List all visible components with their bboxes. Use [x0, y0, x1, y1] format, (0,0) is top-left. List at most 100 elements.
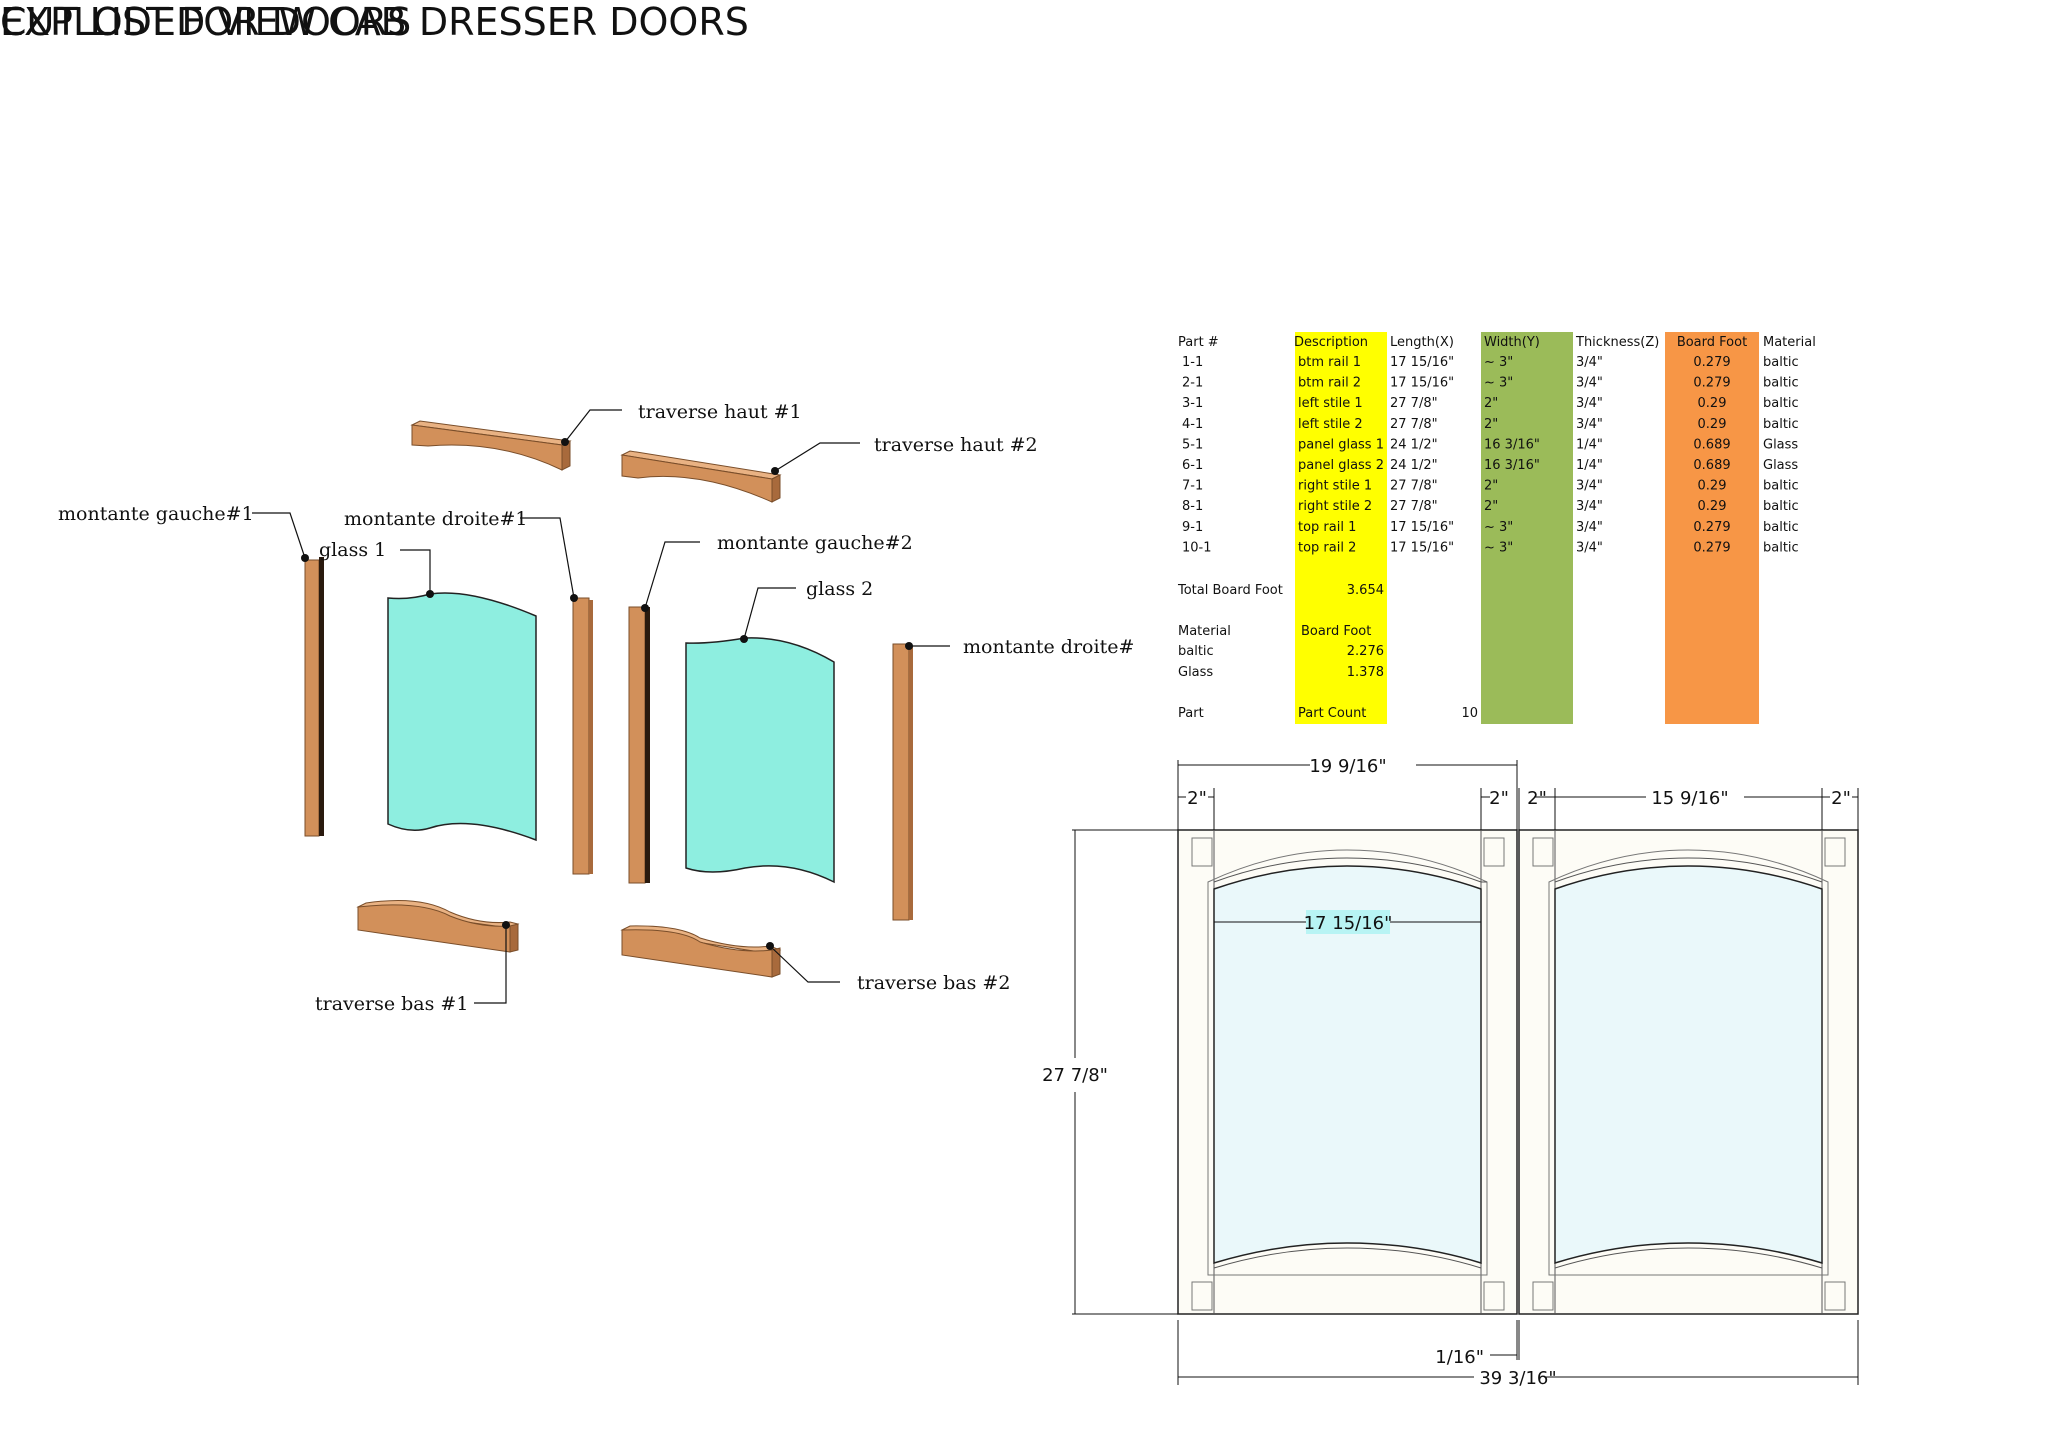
- row-6-material: Glass: [1763, 458, 1798, 473]
- row-6-width: 16 3/16": [1484, 458, 1540, 473]
- row-6-board-foot: 0.689: [1693, 458, 1730, 473]
- row-2-length: 17 15/16": [1390, 376, 1454, 391]
- exploded-view: traverse haut #1 traverse haut #2 montan…: [58, 401, 1134, 1015]
- row-5-board-foot: 0.689: [1693, 437, 1730, 452]
- row-3-material: baltic: [1763, 396, 1799, 411]
- row-1-material: baltic: [1763, 355, 1799, 370]
- row-9-thickness: 3/4": [1576, 520, 1603, 535]
- summary-glass-label: Glass: [1178, 665, 1213, 680]
- row-5-material: Glass: [1763, 437, 1798, 452]
- row-7-board-foot: 0.29: [1698, 479, 1727, 494]
- row-7-description: right stile 1: [1298, 479, 1372, 494]
- leader-traverse-haut-1: [564, 409, 622, 443]
- header-description: Description: [1294, 335, 1368, 350]
- header-part: Part #: [1178, 335, 1219, 350]
- row-4-material: baltic: [1763, 417, 1799, 432]
- dim-height: 27 7/8": [1042, 1065, 1108, 1086]
- dim-stile-right-1: 2": [1489, 788, 1509, 809]
- row-7-part: 7-1: [1182, 479, 1203, 494]
- row-1-part: 1-1: [1182, 355, 1203, 370]
- row-5-length: 24 1/2": [1390, 437, 1438, 452]
- row-2-thickness: 3/4": [1576, 376, 1603, 391]
- label-traverse-bas-1: traverse bas #1: [315, 993, 468, 1015]
- row-1-description: btm rail 1: [1298, 355, 1361, 370]
- dim-stile-left-2: 2": [1527, 788, 1547, 809]
- row-10-part: 10-1: [1182, 540, 1212, 555]
- door-elevation: 19 9/16" 2" 2" 2" 15 9/16" 2" 17 15/16" …: [1042, 756, 1859, 1389]
- summary-glass-value: 1.378: [1347, 665, 1384, 680]
- header-width: Width(Y): [1484, 335, 1540, 350]
- label-montante-droite-2: montante droite#: [963, 636, 1134, 658]
- header-thickness: Thickness(Z): [1575, 335, 1659, 350]
- label-montante-gauche-2: montante gauche#2: [717, 532, 913, 554]
- dim-glass-width-2: 15 9/16": [1651, 788, 1728, 809]
- header-material: Material: [1763, 335, 1816, 350]
- cut-list-title: CUT LIST FOR DOORS: [0, 0, 412, 44]
- row-5-thickness: 1/4": [1576, 437, 1603, 452]
- row-2-width: ~ 3": [1484, 376, 1513, 391]
- row-4-description: left stile 2: [1298, 417, 1363, 432]
- row-8-material: baltic: [1763, 499, 1799, 514]
- label-glass-1: glass 1: [319, 539, 386, 561]
- row-1-board-foot: 0.279: [1693, 355, 1730, 370]
- dim-stile-right-2: 2": [1831, 788, 1851, 809]
- label-glass-2: glass 2: [806, 578, 873, 600]
- leader-glass-2: [743, 587, 796, 640]
- leader-montante-droite-1: [520, 517, 575, 599]
- row-10-material: baltic: [1763, 540, 1799, 555]
- row-6-length: 24 1/2": [1390, 458, 1438, 473]
- row-8-part: 8-1: [1182, 499, 1203, 514]
- row-1-thickness: 3/4": [1576, 355, 1603, 370]
- leader-traverse-haut-2: [774, 442, 860, 472]
- row-2-part: 2-1: [1182, 376, 1203, 391]
- row-4-length: 27 7/8": [1390, 417, 1438, 432]
- row-3-width: 2": [1484, 396, 1498, 411]
- row-10-length: 17 15/16": [1390, 540, 1454, 555]
- part-count-label: Part Count: [1298, 706, 1366, 721]
- leader-traverse-bas-1: [474, 925, 507, 1004]
- row-7-width: 2": [1484, 479, 1498, 494]
- row-5-width: 16 3/16": [1484, 437, 1540, 452]
- row-8-width: 2": [1484, 499, 1498, 514]
- row-10-board-foot: 0.279: [1693, 540, 1730, 555]
- glass-2-piece: [685, 637, 835, 884]
- rail-length-highlight: [1306, 910, 1390, 934]
- row-1-width: ~ 3": [1484, 355, 1513, 370]
- part-count-value: 10: [1461, 706, 1478, 721]
- dim-total-width: 39 3/16": [1479, 1368, 1556, 1389]
- row-6-description: panel glass 2: [1298, 458, 1384, 473]
- leader-montante-gauche-2: [644, 541, 700, 609]
- header-board-foot: Board Foot: [1677, 335, 1747, 350]
- row-9-length: 17 15/16": [1390, 520, 1454, 535]
- traverse-haut-2-piece: [620, 450, 782, 503]
- dim-gap: 1/16": [1435, 1347, 1484, 1368]
- row-3-description: left stile 1: [1298, 396, 1363, 411]
- row-6-thickness: 1/4": [1576, 458, 1603, 473]
- row-9-width: ~ 3": [1484, 520, 1513, 535]
- row-3-thickness: 3/4": [1576, 396, 1603, 411]
- description-column-bg: [1295, 332, 1387, 724]
- row-9-part: 9-1: [1182, 520, 1203, 535]
- row-10-thickness: 3/4": [1576, 540, 1603, 555]
- row-3-board-foot: 0.29: [1698, 396, 1727, 411]
- summary-baltic-label: baltic: [1178, 644, 1214, 659]
- traverse-haut-1-piece: [410, 420, 572, 471]
- width-column-bg: [1481, 332, 1573, 724]
- leader-glass-1: [400, 549, 431, 594]
- row-2-description: btm rail 2: [1298, 376, 1361, 391]
- traverse-bas-1-piece: [356, 899, 520, 953]
- row-5-part: 5-1: [1182, 437, 1203, 452]
- leader-montante-gauche-1: [252, 512, 306, 559]
- glass-1-piece: [387, 592, 537, 842]
- row-7-length: 27 7/8": [1390, 479, 1438, 494]
- part-label: Part: [1178, 706, 1204, 721]
- row-6-part: 6-1: [1182, 458, 1203, 473]
- row-2-board-foot: 0.279: [1693, 376, 1730, 391]
- row-9-board-foot: 0.279: [1693, 520, 1730, 535]
- door-1-glass: [1213, 865, 1482, 1265]
- total-board-foot-label: Total Board Foot: [1177, 583, 1283, 598]
- dim-rail-length: 17 15/16": [1304, 913, 1393, 934]
- row-10-description: top rail 2: [1298, 540, 1356, 555]
